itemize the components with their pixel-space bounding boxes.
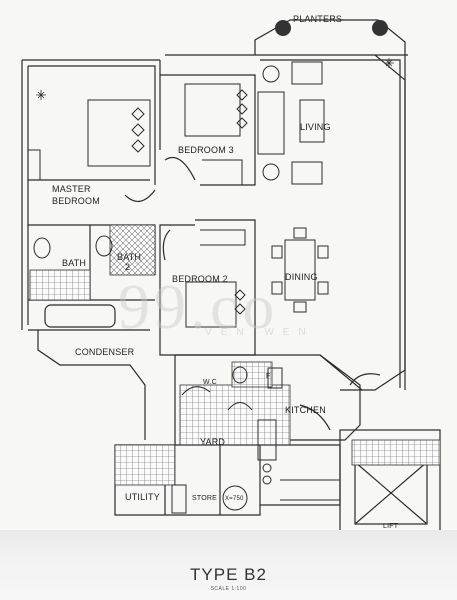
chair1 xyxy=(271,245,283,259)
outer-wall-north xyxy=(22,19,406,390)
water-heater xyxy=(222,485,248,511)
toilet-bath2 xyxy=(95,235,113,257)
chair2 xyxy=(271,281,283,295)
balcony-door-arc xyxy=(349,373,381,386)
bathtub xyxy=(44,304,116,328)
floor-plan-drawing xyxy=(21,19,441,530)
outer-wall-west xyxy=(21,60,29,330)
chair6 xyxy=(293,301,307,313)
bedroom2-door-arc xyxy=(162,229,171,261)
living-bay xyxy=(340,54,406,391)
bedroom3-bed xyxy=(184,83,241,137)
kitchen-counter-diag xyxy=(319,354,363,391)
planter-east xyxy=(372,20,388,36)
hob1 xyxy=(262,463,272,473)
master-bedroom-wall xyxy=(28,65,156,185)
unit-type-title: TYPE B2 xyxy=(190,565,267,584)
lamp-top xyxy=(262,65,280,83)
label-bedroom2: BEDROOM 2 xyxy=(172,274,228,284)
label-master-bedroom-1: MASTER xyxy=(52,184,91,194)
label-dining: DINING xyxy=(285,272,318,282)
label-bedroom3: BEDROOM 3 xyxy=(178,145,234,155)
sofa-bottom xyxy=(291,161,323,185)
kitchen-lower-wall xyxy=(260,444,341,506)
planter-west xyxy=(275,20,291,36)
kitchen-door-arc xyxy=(299,404,331,431)
master-bed xyxy=(87,99,151,167)
lamp-bottom xyxy=(262,163,280,181)
fridge xyxy=(267,367,283,389)
label-kitchen: KITCHEN xyxy=(285,405,326,415)
watermark-sub: VEN WEN xyxy=(205,327,315,338)
bedroom3-door-arc xyxy=(164,156,196,181)
master-door-arc xyxy=(124,189,156,202)
bedroom2-pillows xyxy=(234,289,246,315)
floor-plan: PLANTERS LIVING BEDROOM 3 MASTER BEDROOM… xyxy=(21,14,441,530)
dining-table xyxy=(284,239,316,301)
coffee-table xyxy=(299,99,325,143)
label-f: F xyxy=(266,373,271,380)
kitchen-wall xyxy=(174,354,361,445)
footer xyxy=(0,530,457,600)
chair4 xyxy=(317,281,329,295)
label-yard: YARD xyxy=(200,437,226,447)
kitchen-counter xyxy=(280,479,341,501)
label-condenser: CONDENSER xyxy=(75,347,135,357)
living-wall xyxy=(255,54,408,388)
sofa-top xyxy=(291,61,323,85)
hob2 xyxy=(262,475,272,485)
label-planters: PLANTERS xyxy=(293,14,343,24)
utility-tiles xyxy=(114,444,176,486)
toilet-wc xyxy=(232,366,248,384)
label-lift: LIFT xyxy=(383,523,399,530)
kitchen-sink xyxy=(257,419,277,461)
label-wc: W.C xyxy=(203,379,217,386)
label-living: LIVING xyxy=(300,122,331,132)
wardrobes xyxy=(28,149,246,246)
label-store: STORE xyxy=(192,495,217,502)
bedroom2-bed xyxy=(185,281,237,328)
label-bath2-1: BATH xyxy=(117,252,142,262)
scale-label: SCALE 1:100 xyxy=(210,586,247,592)
lift-cross xyxy=(354,461,428,525)
watermark: 99.co xyxy=(118,271,279,342)
label-dn: X=750 xyxy=(225,496,244,502)
sofa-side xyxy=(257,91,285,155)
label-bath: BATH xyxy=(62,258,87,268)
toilet-bath1 xyxy=(33,237,51,259)
master-pillows xyxy=(131,107,145,153)
yard-door-arcs xyxy=(181,386,253,411)
bath2-tiles xyxy=(109,224,156,276)
chair3 xyxy=(317,245,329,259)
label-bath2-2: 2 xyxy=(125,262,131,272)
yard-tiles xyxy=(179,384,291,446)
chair5 xyxy=(293,227,307,239)
bedroom3-pillows xyxy=(236,89,248,129)
bath1-tiles xyxy=(29,269,91,301)
label-master-bedroom-2: BEDROOM xyxy=(52,196,100,206)
label-utility: UTILITY xyxy=(125,492,160,502)
lift-lobby-tiles xyxy=(351,439,441,466)
utility-sink xyxy=(171,484,187,514)
condenser-wall xyxy=(28,329,150,440)
plant-icon xyxy=(36,58,394,100)
